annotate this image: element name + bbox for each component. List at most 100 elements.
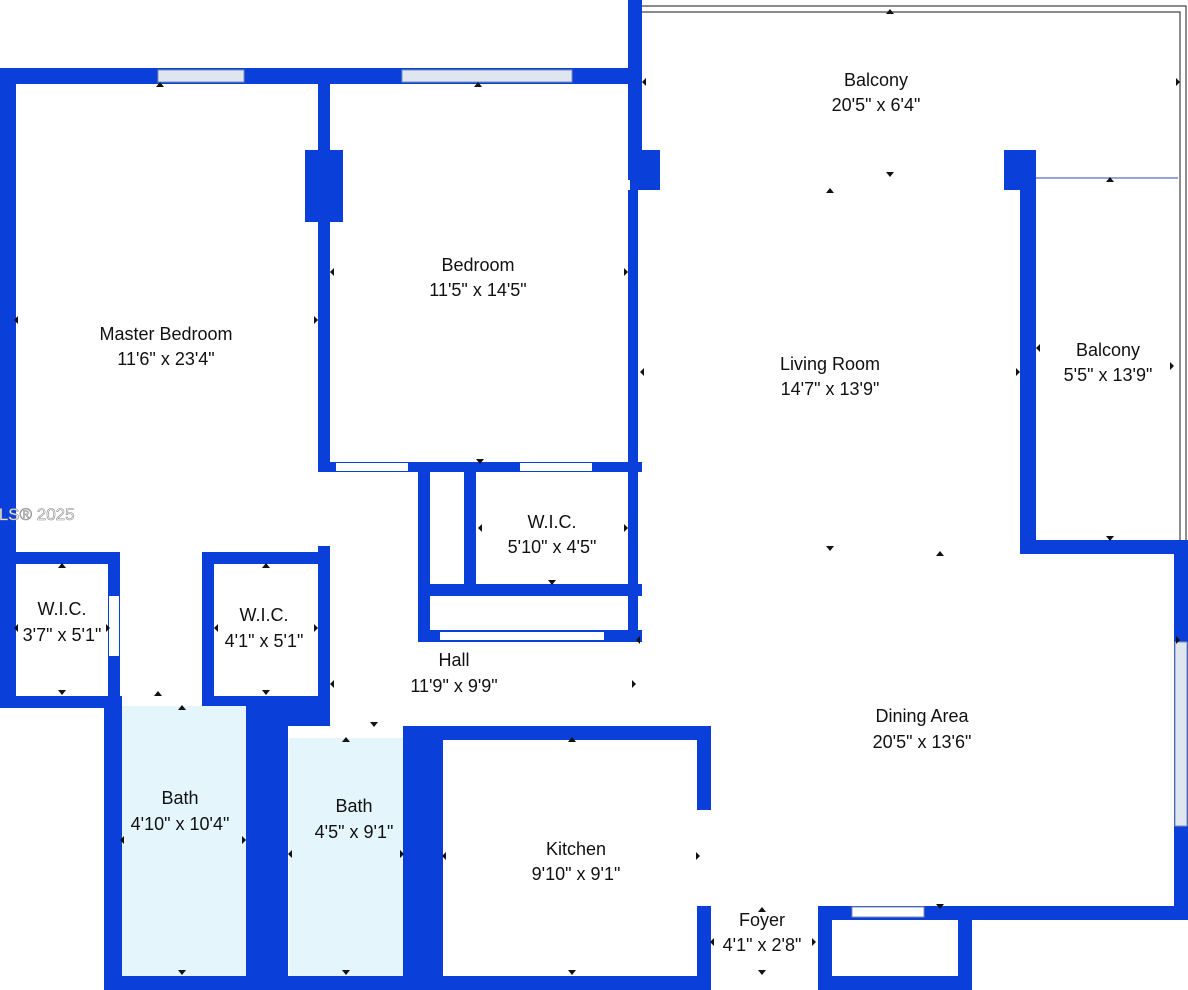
marker bbox=[342, 970, 350, 975]
balcony-right-dims: 5'5" x 13'9" bbox=[1064, 365, 1153, 385]
marker bbox=[288, 850, 292, 858]
wall bbox=[464, 462, 476, 592]
marker bbox=[214, 624, 218, 632]
wall bbox=[628, 190, 638, 642]
wall bbox=[246, 696, 288, 990]
kitchen-dims: 9'10" x 9'1" bbox=[532, 864, 621, 884]
door-opening bbox=[109, 596, 119, 656]
wall bbox=[0, 696, 120, 708]
door-opening bbox=[520, 463, 592, 471]
bath2-name: Bath bbox=[335, 796, 372, 816]
marker bbox=[1176, 636, 1180, 644]
kitchen-name: Kitchen bbox=[546, 839, 606, 859]
wall bbox=[318, 82, 330, 472]
marker bbox=[474, 82, 482, 87]
bedroom-dims: 11'5" x 14'5" bbox=[429, 280, 526, 300]
marker bbox=[1106, 536, 1114, 541]
wall bbox=[418, 462, 430, 640]
wall bbox=[202, 552, 214, 698]
marker bbox=[120, 836, 124, 844]
wic-left-name: W.I.C. bbox=[38, 599, 87, 619]
door-opening bbox=[440, 632, 604, 640]
wall bbox=[418, 584, 642, 596]
wall bbox=[403, 726, 711, 740]
dimension-markers bbox=[14, 9, 1180, 975]
marker bbox=[1176, 78, 1180, 86]
hall-name: Hall bbox=[438, 650, 469, 670]
marker bbox=[400, 850, 404, 858]
marker bbox=[826, 188, 834, 193]
door-opening bbox=[340, 728, 400, 738]
wall-column bbox=[305, 150, 343, 222]
marker bbox=[154, 691, 162, 696]
railing bbox=[642, 11, 1181, 540]
marker bbox=[568, 970, 576, 975]
wall bbox=[697, 726, 711, 810]
marker bbox=[370, 722, 378, 727]
wall bbox=[318, 462, 642, 472]
marker bbox=[758, 907, 766, 912]
living-room-dims: 14'7" x 13'9" bbox=[781, 379, 880, 399]
marker bbox=[1016, 368, 1020, 376]
master-bedroom-dims: 11'6" x 23'4" bbox=[117, 349, 214, 369]
marker bbox=[106, 624, 110, 632]
marker bbox=[696, 852, 700, 860]
marker bbox=[14, 624, 18, 632]
wic-mid-dims: 4'1" x 5'1" bbox=[225, 631, 304, 651]
marker bbox=[178, 705, 186, 710]
railing bbox=[642, 5, 1187, 540]
bath2-dims: 4'5" x 9'1" bbox=[315, 822, 394, 842]
marker bbox=[568, 737, 576, 742]
marker bbox=[642, 78, 646, 86]
window bbox=[401, 69, 573, 83]
living-room-name: Living Room bbox=[780, 354, 880, 374]
marker bbox=[936, 904, 944, 909]
marker bbox=[624, 524, 628, 532]
wall bbox=[104, 976, 444, 990]
marker bbox=[442, 852, 446, 860]
wall bbox=[958, 906, 972, 990]
door-opening bbox=[660, 182, 1004, 190]
marker bbox=[886, 172, 894, 177]
wall bbox=[104, 696, 122, 990]
marker bbox=[342, 737, 350, 742]
marker bbox=[636, 636, 640, 644]
balcony-top-dims: 20'5" x 6'4" bbox=[832, 95, 921, 115]
marker bbox=[58, 563, 66, 568]
wall bbox=[1020, 180, 1036, 552]
marker bbox=[1036, 344, 1040, 352]
marker bbox=[936, 551, 944, 556]
bedroom-name: Bedroom bbox=[441, 255, 514, 275]
marker bbox=[758, 970, 766, 975]
bath1-name: Bath bbox=[161, 788, 198, 808]
marker bbox=[314, 316, 318, 324]
wall bbox=[403, 726, 443, 990]
wall bbox=[0, 68, 16, 708]
balcony-top-name: Balcony bbox=[844, 70, 908, 90]
balcony-railings bbox=[642, 5, 1187, 540]
window bbox=[157, 69, 245, 83]
wall bbox=[318, 546, 330, 706]
marker bbox=[58, 690, 66, 695]
marker bbox=[710, 938, 714, 946]
wall bbox=[818, 906, 832, 990]
marker bbox=[476, 459, 484, 464]
marker bbox=[156, 82, 164, 87]
marker bbox=[314, 624, 318, 632]
wic-mid-name: W.I.C. bbox=[240, 605, 289, 625]
marker bbox=[1170, 362, 1174, 370]
watermark: ILS® 2025 bbox=[0, 505, 75, 524]
bath1-floor bbox=[122, 706, 246, 976]
marker bbox=[826, 546, 834, 551]
door-opening bbox=[336, 463, 408, 471]
wic-center-name: W.I.C. bbox=[528, 512, 577, 532]
wall bbox=[628, 0, 634, 8]
dining-area-dims: 20'5" x 13'6" bbox=[873, 732, 972, 752]
windows bbox=[109, 69, 1188, 918]
marker bbox=[178, 970, 186, 975]
marker bbox=[1106, 177, 1114, 182]
marker bbox=[242, 836, 246, 844]
wic-left-dims: 3'7" x 5'1" bbox=[23, 625, 102, 645]
bath1-dims: 4'10" x 10'4" bbox=[131, 814, 230, 834]
